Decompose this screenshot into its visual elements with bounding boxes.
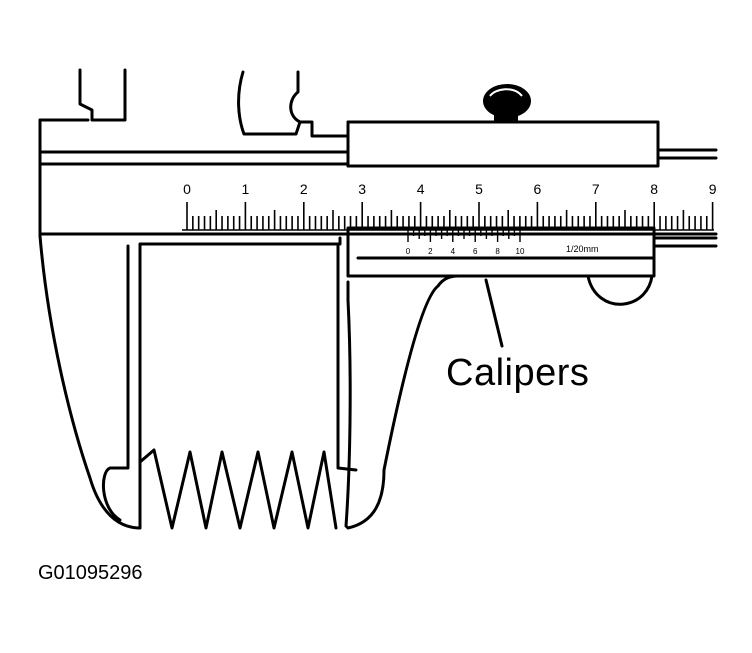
main-scale-label: 4 [417, 181, 425, 197]
main-scale-label: 6 [534, 181, 542, 197]
main-scale-ticks [186, 202, 714, 230]
sliding-jaw [344, 274, 588, 530]
spring-coil [138, 448, 338, 530]
main-scale-label: 3 [358, 181, 366, 197]
main-scale-label: 9 [709, 181, 717, 197]
slider-top [346, 120, 660, 168]
vernier-scale-label: 4 [451, 247, 456, 256]
upper-jaw-left [78, 68, 127, 122]
upper-jaw-right [237, 70, 302, 136]
vernier-scale-labels: 0 2 4 6 8 10 [406, 247, 525, 256]
vernier-plate [346, 226, 656, 278]
vernier-scale-label: 0 [406, 247, 411, 256]
vernier-unit-label: 1/20mm [566, 244, 599, 254]
main-scale-label: 2 [300, 181, 308, 197]
callout-label: Calipers [446, 352, 590, 394]
vernier-scale-label: 6 [473, 247, 478, 256]
lock-screw-icon [483, 84, 531, 122]
vernier-scale-label: 10 [516, 247, 525, 256]
fixed-jaw [38, 234, 342, 530]
main-scale-label: 5 [475, 181, 483, 197]
vernier-scale-label: 2 [428, 247, 433, 256]
vernier-scale-ticks [407, 230, 521, 242]
main-scale-label: 7 [592, 181, 600, 197]
thumb-wheel [586, 274, 654, 306]
callout-leader [484, 278, 504, 348]
main-scale-label: 1 [242, 181, 250, 197]
vernier-scale-label: 8 [495, 247, 500, 256]
upper-jaw-slider-step [298, 120, 350, 138]
main-scale-label: 0 [183, 181, 191, 197]
main-scale-label: 8 [650, 181, 658, 197]
main-scale-labels: 0 1 2 3 4 5 6 7 8 9 [183, 181, 717, 197]
main-beam [38, 118, 718, 238]
figure-id: G01095296 [38, 562, 143, 584]
